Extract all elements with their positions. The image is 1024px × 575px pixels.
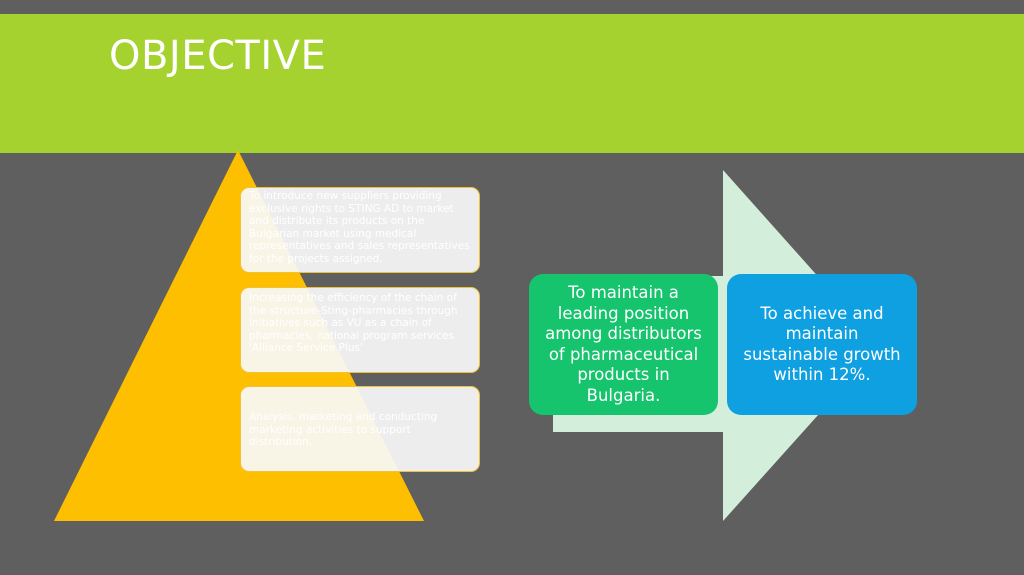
header-band: OBJECTIVE (0, 14, 1024, 153)
green-objective-box: To maintain a leading position among dis… (529, 274, 718, 415)
slide-title: OBJECTIVE (109, 33, 327, 79)
blue-objective-text: To achieve and maintain sustainable grow… (743, 303, 901, 385)
pyramid-box-1: To introduce new suppliers providing exc… (240, 187, 480, 273)
green-objective-text: To maintain a leading position among dis… (545, 283, 702, 405)
top-band (0, 0, 1024, 14)
pyramid-box-3: Analysis, marketing and conducting marke… (240, 386, 480, 472)
pyramid-box-2: Increasing the efficiency of the chain o… (240, 287, 480, 373)
blue-objective-box: To achieve and maintain sustainable grow… (727, 274, 917, 415)
